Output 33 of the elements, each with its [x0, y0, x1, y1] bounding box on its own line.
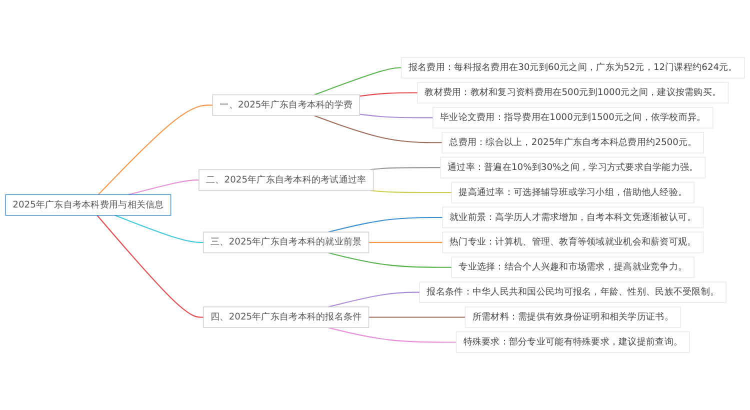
node-box: 特殊要求：部分专业可能有特殊要求，建议提前查询。 — [456, 332, 690, 353]
node-box: 2025年广东自考本科费用与相关信息 — [5, 194, 172, 216]
connector — [370, 167, 440, 170]
node-box: 专业选择：结合个人兴趣和市场需求，提高就业竞争力。 — [451, 256, 694, 278]
node-box: 二、2025年广东自考本科的考试通过率 — [198, 169, 374, 191]
connector — [96, 215, 204, 318]
connector — [328, 292, 420, 308]
connector — [370, 190, 452, 194]
node-box: 就业前景：高学历人才需求增加，自考本科文凭逐渐被认可。 — [442, 206, 704, 228]
node-box: 热门专业：计算机、管理、教育等领域就业机会和薪资可观。 — [442, 232, 704, 254]
node-box: 教材费用：教材和复习资料费用在500元到1000元之间，建议按需购买。 — [417, 82, 729, 104]
connector — [328, 252, 452, 268]
node-box: 所需材料：需提供有效身份证明和相关学历证书。 — [465, 306, 681, 328]
connector — [328, 327, 456, 343]
node-box: 三、2025年广东自考本科的就业前景 — [203, 232, 370, 254]
connector — [360, 114, 433, 118]
node-box: 报名条件：中华人民共和国公民均可报名，年龄、性别、民族不受限制。 — [419, 282, 726, 304]
connector — [360, 92, 418, 97]
connector — [98, 104, 213, 195]
node-box: 总费用：综合以上，2025年广东自考本科总费用约2500元。 — [442, 132, 704, 154]
connector — [314, 67, 402, 96]
connector — [368, 316, 466, 318]
node-box: 一、2025年广东自考本科的学费 — [212, 94, 360, 116]
node-box: 报名费用：每科报名费用在30元到60元之间，广东为52元，12门课程约624元。 — [401, 57, 745, 78]
connector — [328, 216, 443, 233]
node-box: 四、2025年广东自考本科的报名条件 — [203, 306, 370, 328]
connector — [368, 242, 443, 243]
node-box: 通过率：普遍在10%到30%之间，学习方式要求自学能力强。 — [440, 156, 706, 178]
connector — [114, 214, 204, 243]
node-box: 提高通过率：可选择辅导班或学习小组，借助他人经验。 — [451, 182, 694, 204]
connector — [314, 115, 442, 144]
node-box: 毕业论文费用：指导费用在1000元到1500元之间，依学校而异。 — [432, 106, 714, 128]
connector — [128, 180, 199, 196]
